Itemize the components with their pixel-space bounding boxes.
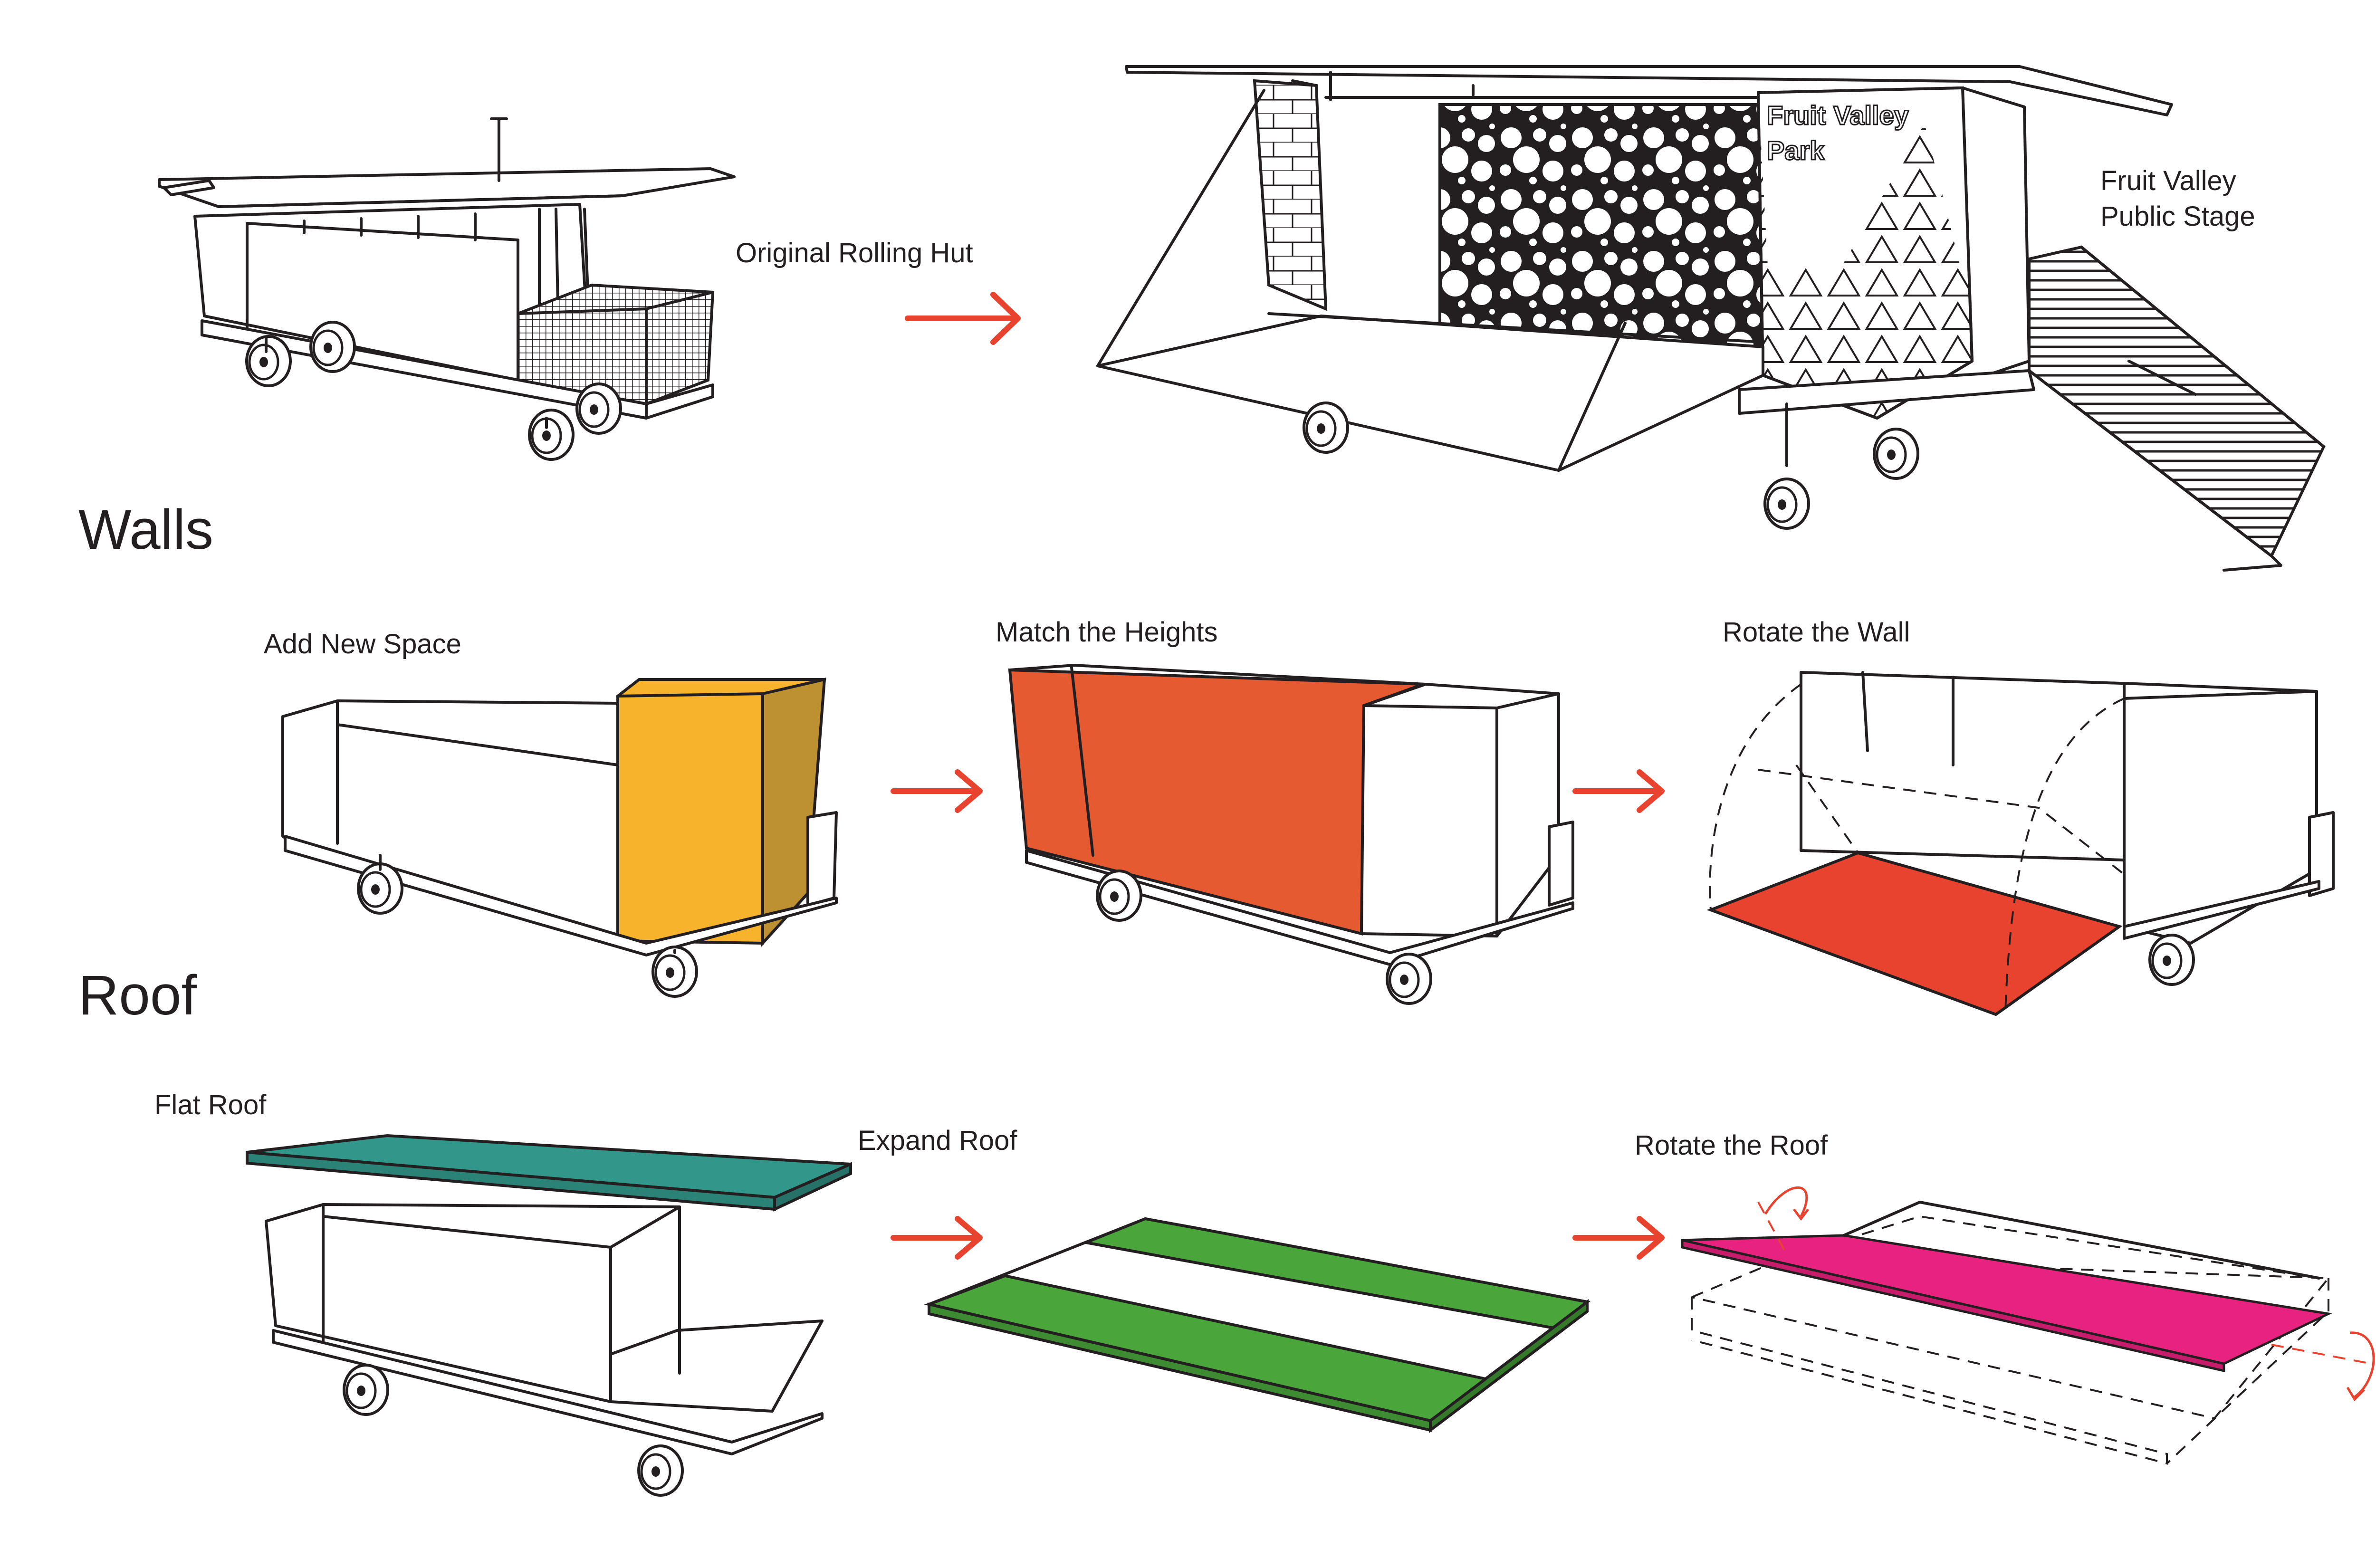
stage-label-line-1: Fruit Valley xyxy=(2100,165,2236,196)
roof-step-3-label: Rotate the Roof xyxy=(1635,1130,1828,1161)
original-rolling-hut-drawing xyxy=(158,117,736,459)
add-new-space-drawing xyxy=(281,678,838,996)
sign-line-2: Park xyxy=(1767,135,1825,165)
rotated-roof-slab xyxy=(1682,1234,2333,1365)
rotated-wall-panel xyxy=(1706,851,2123,1016)
walls-step-3-label: Rotate the Wall xyxy=(1723,617,1910,648)
arrow-right-icon xyxy=(893,772,980,810)
roof-step-2-label: Expand Roof xyxy=(858,1125,1017,1156)
rotation-arrow-icon xyxy=(1757,1186,1809,1255)
rotate-roof-drawing xyxy=(1681,1186,2375,1465)
expand-roof-drawing xyxy=(924,1217,1591,1434)
walls-heading: Walls xyxy=(78,498,213,561)
flat-roof-drawing xyxy=(246,1134,852,1495)
rotate-wall-drawing xyxy=(1706,671,2335,1016)
roof-step-1-label: Flat Roof xyxy=(154,1090,267,1120)
sign-line-1: Fruit Valley xyxy=(1767,100,1909,130)
walls-step-2-label: Match the Heights xyxy=(996,617,1217,648)
arrow-right-icon xyxy=(893,1219,980,1257)
rotation-arrow-icon xyxy=(2271,1331,2375,1402)
arrow-right-icon xyxy=(1575,772,1662,810)
roof-heading: Roof xyxy=(78,964,197,1027)
original-rolling-hut-label: Original Rolling Hut xyxy=(736,238,973,268)
match-heights-drawing xyxy=(1008,664,1574,1004)
arrow-right-icon xyxy=(1575,1219,1662,1257)
walls-step-1-label: Add New Space xyxy=(264,629,461,660)
stage-label-line-2: Public Stage xyxy=(2100,201,2255,232)
arrow-right-icon xyxy=(908,295,1018,342)
public-stage-drawing: Fruit Valley Park xyxy=(1096,65,2326,572)
